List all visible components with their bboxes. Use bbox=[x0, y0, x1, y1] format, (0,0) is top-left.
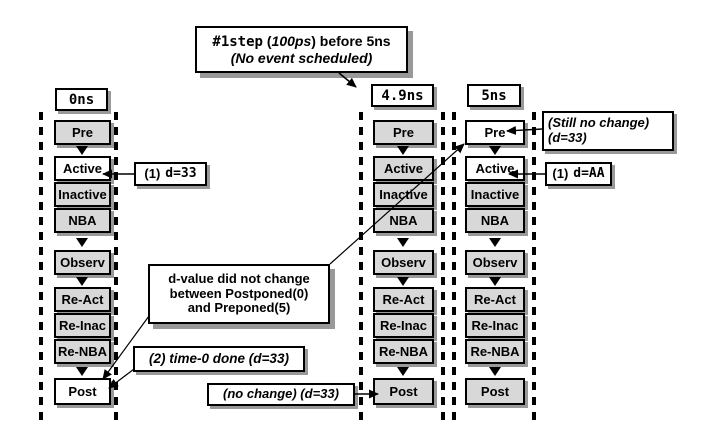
phase-box-post: Post bbox=[465, 378, 525, 405]
dashed-delimiter bbox=[39, 112, 43, 422]
phase-box-observ: Observ bbox=[54, 250, 111, 275]
phase-box-re-nba: Re-NBA bbox=[54, 339, 111, 364]
phase-box-inactive: Inactive bbox=[54, 182, 111, 207]
callout-d-value-did-not-change: d-value did not change between Postponed… bbox=[148, 264, 330, 324]
down-arrow-icon bbox=[489, 367, 501, 376]
callout-still-no-change: (Still no change) (d=33) bbox=[542, 111, 674, 151]
callout-step-line1: #1step (100ps) before 5ns bbox=[212, 32, 391, 50]
down-arrow-icon bbox=[489, 238, 501, 247]
down-arrow-icon bbox=[397, 277, 409, 286]
phase-box-re-nba: Re-NBA bbox=[373, 339, 434, 364]
callout-d-aa: (1)d=AA bbox=[545, 162, 612, 186]
down-arrow-icon bbox=[397, 146, 409, 155]
phase-box-nba: NBA bbox=[373, 208, 434, 233]
phase-box-active: Active bbox=[373, 156, 434, 181]
down-arrow-icon bbox=[397, 367, 409, 376]
phase-box-re-inac: Re-Inac bbox=[54, 313, 111, 338]
phase-box-post: Post bbox=[54, 378, 111, 405]
callout-step-before-5ns: #1step (100ps) before 5ns (No event sche… bbox=[195, 26, 408, 73]
dashed-delimiter bbox=[114, 112, 118, 422]
phase-box-re-inac: Re-Inac bbox=[465, 313, 525, 338]
dashed-delimiter bbox=[532, 112, 536, 422]
timeslot-header-0ns: 0ns bbox=[55, 88, 108, 111]
callout-step-line2: (No event scheduled) bbox=[230, 50, 373, 66]
phase-box-re-act: Re-Act bbox=[373, 287, 434, 312]
phase-box-pre: Pre bbox=[54, 120, 111, 145]
down-arrow-icon bbox=[397, 238, 409, 247]
phase-box-nba: NBA bbox=[465, 208, 525, 233]
down-arrow-icon bbox=[76, 146, 88, 155]
callout-no-change: (no change) (d=33) bbox=[207, 383, 355, 406]
down-arrow-icon bbox=[76, 367, 88, 376]
phase-box-re-nba: Re-NBA bbox=[465, 339, 525, 364]
phase-box-post: Post bbox=[373, 378, 434, 405]
phase-box-observ: Observ bbox=[465, 250, 525, 275]
dashed-delimiter bbox=[359, 112, 363, 422]
dashed-delimiter bbox=[452, 112, 456, 422]
callout-d-33: (1)d=33 bbox=[134, 162, 207, 186]
down-arrow-icon bbox=[76, 238, 88, 247]
dashed-delimiter bbox=[441, 112, 445, 422]
phase-box-observ: Observ bbox=[373, 250, 434, 275]
down-arrow-icon bbox=[489, 277, 501, 286]
phase-box-re-act: Re-Act bbox=[465, 287, 525, 312]
callout-time0-done: (2) time-0 done (d=33) bbox=[133, 346, 305, 372]
down-arrow-icon bbox=[489, 146, 501, 155]
phase-box-pre: Pre bbox=[465, 120, 525, 145]
phase-box-re-inac: Re-Inac bbox=[373, 313, 434, 338]
phase-box-inactive: Inactive bbox=[373, 182, 434, 207]
timeslot-header-4-9ns: 4.9ns bbox=[371, 84, 434, 107]
phase-box-active: Active bbox=[465, 156, 525, 181]
timeslot-header-5ns: 5ns bbox=[467, 84, 521, 107]
phase-box-nba: NBA bbox=[54, 208, 111, 233]
phase-box-inactive: Inactive bbox=[465, 182, 525, 207]
phase-box-re-act: Re-Act bbox=[54, 287, 111, 312]
down-arrow-icon bbox=[76, 277, 88, 286]
phase-box-active: Active bbox=[54, 156, 111, 181]
phase-box-pre: Pre bbox=[373, 120, 434, 145]
